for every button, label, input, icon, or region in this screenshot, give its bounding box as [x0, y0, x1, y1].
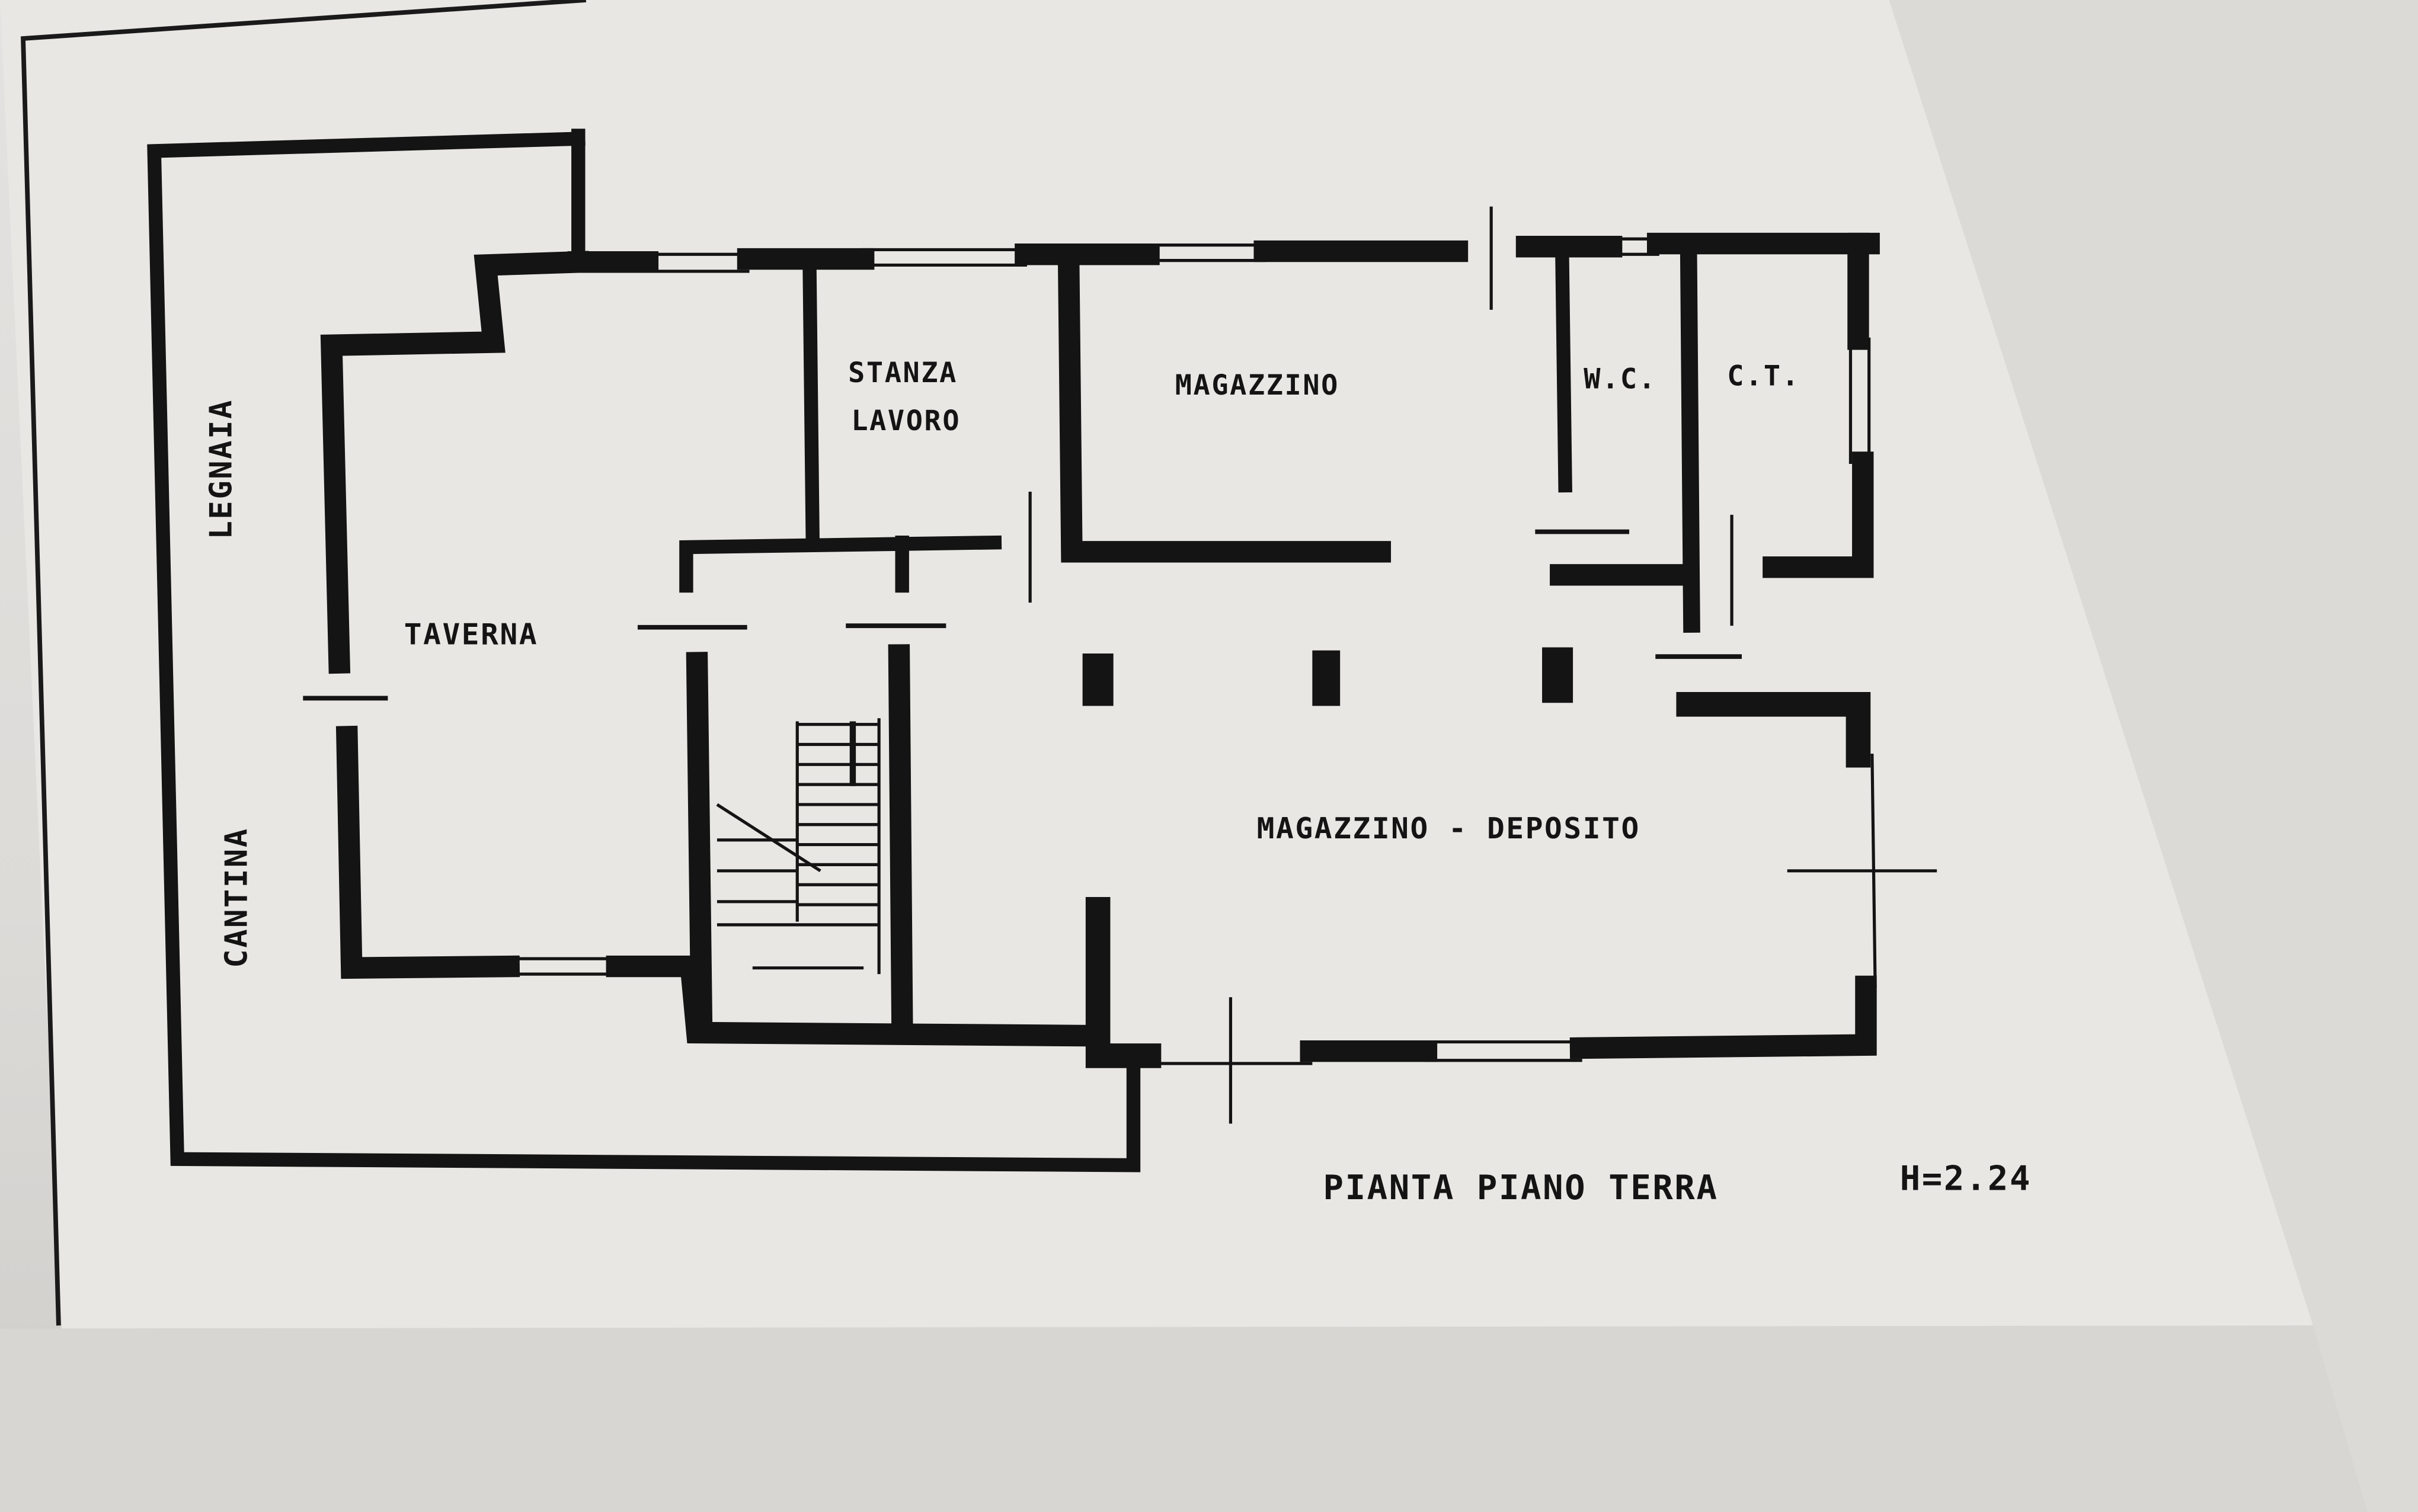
lower-paper-edge [0, 1325, 2368, 1512]
taverna-wall-lower [335, 725, 520, 979]
room-label-ct: C.T. [1727, 360, 1800, 392]
height-label: H=2.24 [1900, 1159, 2032, 1198]
room-label-taverna: TAVERNA [404, 617, 539, 651]
exterior-wall [1085, 897, 1162, 1068]
room-label-magazzino-deposito: MAGAZZINO - DEPOSITO [1257, 811, 1640, 845]
interior-wall [802, 262, 820, 550]
room-label-wc: W.C. [1584, 364, 1656, 396]
pillar [1312, 650, 1341, 706]
room-label-cantina: CANTINA [219, 827, 254, 968]
room-label-stanza: STANZA [848, 357, 958, 389]
exterior-wall [1569, 975, 1877, 1059]
room-label-lavoro: LAVORO [851, 405, 961, 437]
room-label-legnaia: LEGNAIA [203, 399, 239, 539]
staircase [716, 718, 881, 975]
paper-sheet [0, 0, 2314, 1329]
exterior-wall [1676, 692, 1871, 768]
right-wall [1763, 451, 1874, 578]
interior-wall [1680, 245, 1700, 633]
room-label-magazzino: MAGAZZINO [1175, 370, 1339, 402]
interior-wall [1555, 247, 1572, 493]
stair-wall [888, 644, 913, 1029]
pillar [1542, 647, 1573, 703]
frame-border [21, 0, 587, 1326]
taverna-wall-upper [320, 251, 590, 674]
plan-title: PIANTA PIANO TERRA [1323, 1168, 1719, 1207]
interior-wall [1057, 251, 1392, 563]
interior-wall [679, 535, 1002, 593]
outer-wall-legnaia-cantina [147, 132, 1141, 1173]
pillar [1082, 654, 1114, 706]
right-shadow [1889, 0, 2418, 1512]
stair-wall [686, 652, 713, 1036]
